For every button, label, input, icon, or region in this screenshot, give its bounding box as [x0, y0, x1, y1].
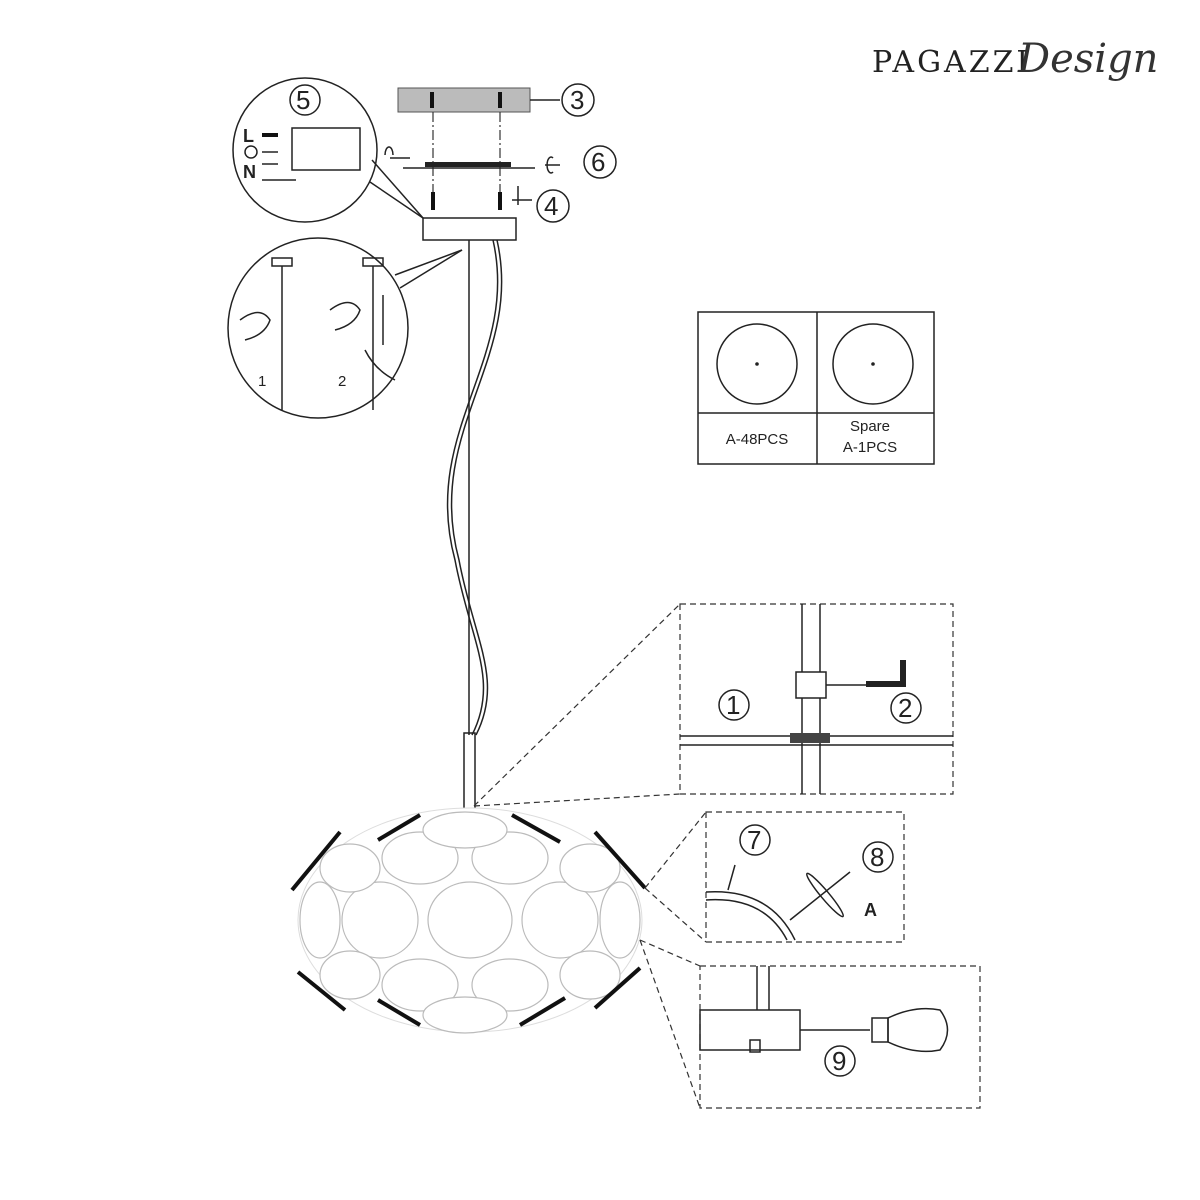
live-label: L	[243, 126, 254, 146]
ceiling-block	[397, 87, 531, 113]
step-3-badge	[561, 83, 595, 117]
svg-text:4: 4	[544, 191, 558, 221]
svg-text:7: 7	[747, 825, 761, 855]
svg-text:6: 6	[591, 147, 605, 177]
neutral-label: N	[243, 162, 256, 182]
svg-text:A: A	[864, 900, 877, 920]
logo-script-text: Design	[1017, 36, 1158, 82]
ceiling-mount-assembly: 3 6 4	[384, 83, 617, 241]
bulb-detail: 9	[639, 939, 981, 1109]
spare-disc-icon	[832, 323, 914, 405]
svg-text:A-48PCS: A-48PCS	[726, 431, 789, 448]
earth-icon	[244, 145, 258, 159]
brand-logo: PAGAZZI Design	[872, 36, 1158, 82]
shade-clip-detail: 7 8 A	[644, 811, 905, 943]
lamp-shade	[290, 807, 647, 1034]
wiring-detail: 5 L N	[232, 77, 424, 223]
suspension-rod	[446, 239, 503, 814]
canopy	[422, 217, 517, 241]
svg-text:1: 1	[726, 690, 740, 720]
rod-joint-detail: 1 2	[473, 603, 954, 807]
svg-text:3: 3	[570, 85, 584, 115]
height-adjust-detail: 1 2	[227, 237, 463, 419]
parts-table: A-48PCS Spare A-1PCS	[697, 311, 935, 465]
bulb-icon	[887, 1007, 949, 1053]
svg-text:5: 5	[296, 85, 310, 115]
svg-text:8: 8	[870, 842, 884, 872]
svg-text:Spare: Spare	[850, 418, 890, 435]
svg-text:2: 2	[338, 373, 346, 390]
disc-a-icon	[716, 323, 798, 405]
logo-brand-text: PAGAZZI	[872, 45, 1031, 80]
svg-text:1: 1	[258, 373, 266, 390]
svg-text:9: 9	[832, 1046, 846, 1076]
mounting-bracket	[425, 162, 511, 167]
svg-text:A-1PCS: A-1PCS	[843, 439, 897, 456]
terminal-block	[291, 127, 361, 171]
svg-text:2: 2	[898, 693, 912, 723]
